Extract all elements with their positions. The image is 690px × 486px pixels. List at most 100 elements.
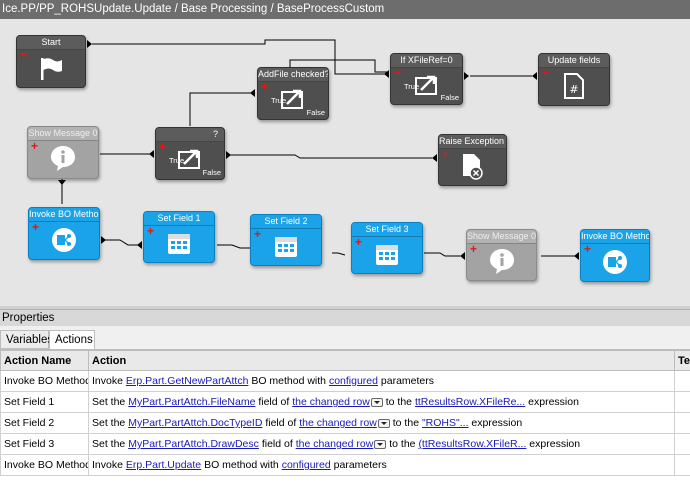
field-link[interactable]: MyPart.PartAttch.DocTypeID	[128, 417, 262, 429]
add-icon[interactable]: +	[394, 68, 401, 78]
action-text: field of	[255, 396, 292, 408]
action-text: Set the	[92, 417, 128, 429]
redacted-condition-in-port[interactable]	[149, 150, 154, 158]
add-icon[interactable]: +	[32, 222, 39, 232]
column-header-action-name[interactable]: Action Name	[1, 351, 89, 371]
action-cell: Invoke Erp.Part.Update BO method with co…	[89, 455, 675, 476]
table-row[interactable]: Set Field 2 Set the MyPart.PartAttch.Doc…	[1, 413, 690, 434]
show-message-2-in-port[interactable]	[460, 252, 465, 260]
add-icon[interactable]: +	[31, 141, 38, 151]
start-node[interactable]: Start +	[16, 35, 86, 88]
ifxfileref-condition-node[interactable]: If XFileRef=0 + True False	[390, 53, 463, 105]
action-text: parameters	[378, 375, 434, 387]
row-link[interactable]: the changed row	[299, 417, 377, 429]
te-cell	[675, 434, 690, 455]
add-icon[interactable]: +	[20, 50, 27, 60]
action-text: Invoke	[92, 459, 126, 471]
expression-link[interactable]: "ROHS"...	[422, 417, 469, 429]
workflow-canvas[interactable]: Start + AddFile checked? + True False If…	[0, 19, 690, 306]
add-icon[interactable]: +	[542, 68, 549, 78]
action-text: parameters	[331, 459, 387, 471]
add-icon[interactable]: +	[159, 142, 166, 152]
set-field-3-label: Set Field 3	[352, 223, 422, 237]
bo-method-icon	[600, 247, 630, 277]
set-field-3-node[interactable]: Set Field 3 +	[351, 222, 423, 274]
show-message-out-port[interactable]	[58, 180, 66, 185]
action-text: to the	[390, 417, 422, 429]
row-link[interactable]: the changed row	[296, 438, 374, 450]
set-field-1-label: Set Field 1	[144, 212, 214, 226]
tab-actions[interactable]: Actions	[49, 330, 95, 350]
show-message-2-node[interactable]: Show Message 0 +	[466, 229, 537, 281]
dropdown-icon[interactable]	[371, 398, 383, 407]
dropdown-icon[interactable]	[378, 419, 390, 428]
bo-method-link[interactable]: Erp.Part.Update	[126, 459, 201, 471]
add-icon[interactable]: +	[254, 229, 261, 239]
ifxfileref-in-port[interactable]	[384, 70, 389, 78]
ifxfileref-out-port[interactable]	[464, 72, 469, 80]
properties-header: Properties	[0, 309, 690, 326]
action-cell: Set the MyPart.PartAttch.FileName field …	[89, 392, 675, 413]
action-text: field of	[262, 417, 299, 429]
raise-exception-in-port[interactable]	[432, 154, 437, 162]
calendar-grid-icon	[374, 241, 400, 267]
action-text: Set the	[92, 438, 128, 450]
false-label: False	[307, 108, 325, 117]
column-header-te[interactable]: Te	[675, 351, 690, 371]
add-icon[interactable]: +	[147, 226, 154, 236]
field-link[interactable]: MyPart.PartAttch.FileName	[128, 396, 255, 408]
update-fields-in-port[interactable]	[532, 72, 537, 80]
false-label: False	[203, 168, 221, 177]
action-cell: Invoke Erp.Part.GetNewPartAttch BO metho…	[89, 371, 675, 392]
tab-variables[interactable]: Variables	[0, 330, 49, 349]
update-fields-node[interactable]: Update fields + #	[538, 53, 610, 106]
table-row[interactable]: Set Field 3 Set the MyPart.PartAttch.Dra…	[1, 434, 690, 455]
bo-method-link[interactable]: Erp.Part.GetNewPartAttch	[126, 375, 249, 387]
action-text: expression	[469, 417, 523, 429]
add-icon[interactable]: +	[261, 82, 268, 92]
field-link[interactable]: MyPart.PartAttch.DrawDesc	[128, 438, 259, 450]
calendar-grid-icon	[166, 230, 192, 256]
add-icon[interactable]: +	[584, 244, 591, 254]
condition-icon	[414, 72, 440, 96]
invoke-bo-method-1-label: Invoke BO Method	[581, 230, 649, 244]
table-row[interactable]: Set Field 1 Set the MyPart.PartAttch.Fil…	[1, 392, 690, 413]
add-icon[interactable]: +	[470, 244, 477, 254]
invoke-bo-1-in-port[interactable]	[574, 252, 579, 260]
expression-link[interactable]: (ttResultsRow.XFileR...	[418, 438, 526, 450]
column-header-action[interactable]: Action	[89, 351, 675, 371]
action-name-cell: Set Field 1	[1, 392, 89, 413]
set-field-1-in-port[interactable]	[137, 241, 142, 249]
action-text: to the	[386, 438, 418, 450]
addfile-condition-node[interactable]: AddFile checked? + True False	[257, 67, 329, 120]
set-field-2-label: Set Field 2	[251, 215, 321, 229]
invoke-bo-method-0-node[interactable]: Invoke BO Method +	[28, 207, 100, 260]
set-field-2-node[interactable]: Set Field 2 +	[250, 214, 322, 266]
condition-icon	[280, 86, 306, 110]
start-out-port[interactable]	[87, 40, 92, 48]
row-link[interactable]: the changed row	[292, 396, 370, 408]
addfile-in-port[interactable]	[250, 89, 255, 97]
show-message-node[interactable]: Show Message 0 +	[27, 126, 99, 179]
update-fields-node-label: Update fields	[539, 54, 609, 68]
action-text: BO method with	[248, 375, 329, 387]
set-field-1-node[interactable]: Set Field 1 +	[143, 211, 215, 263]
redacted-condition-node[interactable]: ? + True False	[155, 127, 225, 180]
expression-link[interactable]: ttResultsRow.XFileRe...	[415, 396, 525, 408]
action-name-cell: Invoke BO Method 1	[1, 455, 89, 476]
table-row[interactable]: Invoke BO Method 1 Invoke Erp.Part.Updat…	[1, 455, 690, 476]
redacted-condition-out-port[interactable]	[226, 151, 231, 159]
action-name-cell: Invoke BO Method 0	[1, 371, 89, 392]
raise-exception-node[interactable]: Raise Exception 0 +	[438, 134, 507, 186]
add-icon[interactable]: +	[355, 237, 362, 247]
action-text: Set the	[92, 396, 128, 408]
invoke-bo-method-1-node[interactable]: Invoke BO Method +	[580, 229, 650, 282]
parameters-link[interactable]: configured	[329, 375, 378, 387]
table-row[interactable]: Invoke BO Method 0 Invoke Erp.Part.GetNe…	[1, 371, 690, 392]
add-icon[interactable]: +	[442, 149, 449, 159]
invoke-bo-0-out-port[interactable]	[101, 236, 106, 244]
action-cell: Set the MyPart.PartAttch.DrawDesc field …	[89, 434, 675, 455]
action-cell: Set the MyPart.PartAttch.DocTypeID field…	[89, 413, 675, 434]
parameters-link[interactable]: configured	[282, 459, 331, 471]
dropdown-icon[interactable]	[374, 440, 386, 449]
